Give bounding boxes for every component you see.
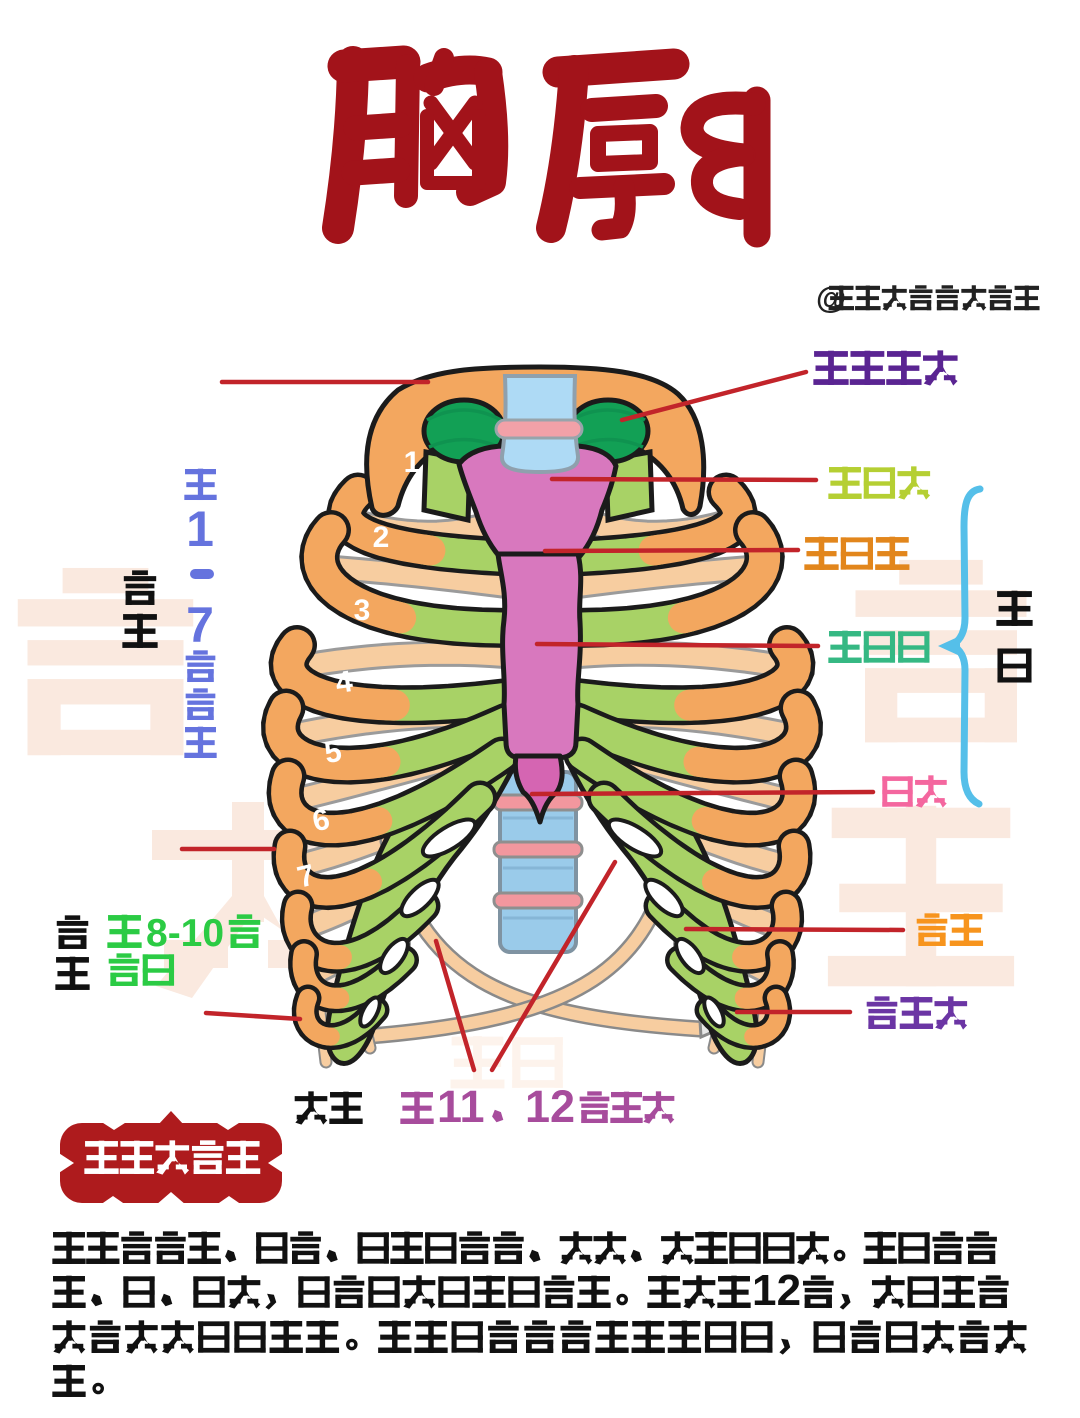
svg-text:1: 1 xyxy=(752,1266,776,1315)
svg-text:1: 1 xyxy=(404,446,421,479)
svg-text:1: 1 xyxy=(186,501,214,557)
svg-text:4: 4 xyxy=(334,665,355,700)
svg-text:5: 5 xyxy=(322,735,344,770)
svg-text:12: 12 xyxy=(525,1081,575,1132)
svg-text:6: 6 xyxy=(310,803,333,839)
svg-text:2: 2 xyxy=(777,1266,801,1315)
svg-text:3: 3 xyxy=(354,594,371,627)
svg-text:11: 11 xyxy=(437,1081,485,1132)
svg-text:8-10: 8-10 xyxy=(146,912,224,955)
svg-text:2: 2 xyxy=(373,521,390,554)
svg-text:7: 7 xyxy=(186,597,214,653)
